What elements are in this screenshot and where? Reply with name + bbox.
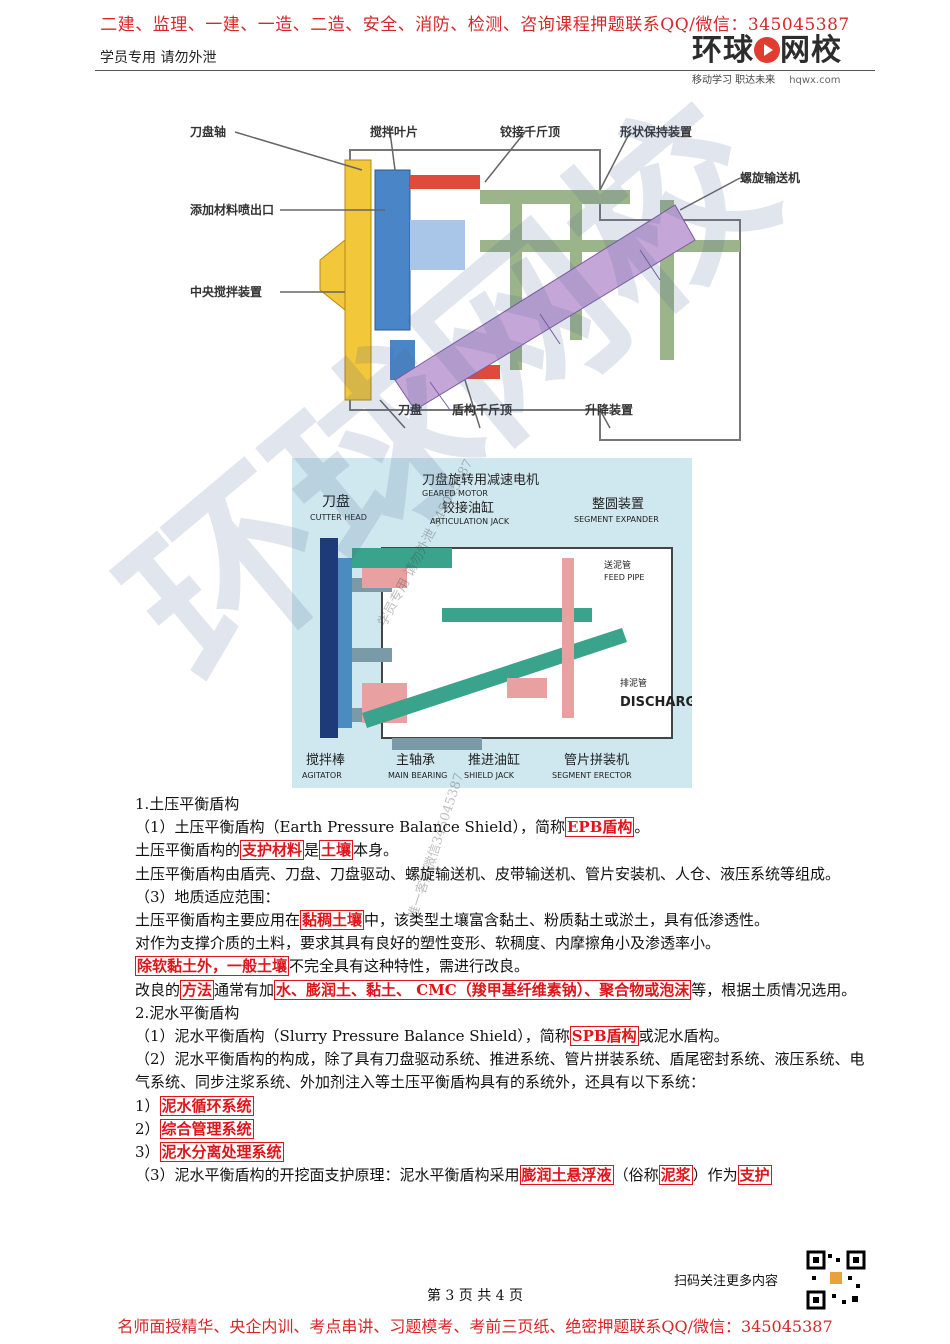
document-body: 1.土压平衡盾构 （1）土压平衡盾构（Earth Pressure Balanc… bbox=[135, 793, 870, 1187]
paragraph-slurry-systems: （2）泥水平衡盾构的构成，除了具有刀盘驱动系统、推进系统、管片拼装系统、盾尾密封… bbox=[135, 1050, 865, 1092]
bottom-banner: 名师面授精华、央企内训、考点串讲、习题模考、考前三页纸、绝密押题联系QQ/微信：… bbox=[117, 1317, 833, 1336]
label-segment-erector: 管片拼装机 bbox=[564, 753, 629, 768]
section-heading-slurry: 2.泥水平衡盾构 bbox=[135, 1003, 240, 1022]
label-cutter-head: 刀盘 bbox=[322, 493, 350, 510]
list-item: 2）综合管理系统 bbox=[135, 1118, 254, 1139]
paragraph-soil-requirement: 对作为支撑介质的土料，要求其具有良好的塑性变形、软稠度、内摩擦角小及渗透率小。 bbox=[135, 934, 721, 953]
label-geared-motor: 刀盘旋转用减速电机 bbox=[422, 472, 539, 488]
label-agitator: 搅拌棒 bbox=[306, 752, 345, 768]
header-note: 学员专用 请勿外泄 bbox=[100, 50, 217, 66]
label-cutter-head-en: CUTTER HEAD bbox=[310, 513, 367, 522]
play-icon bbox=[754, 37, 780, 63]
label-shield-jack-en: SHIELD JACK bbox=[464, 771, 515, 780]
label-shield-jack: 盾构千斤顶 bbox=[452, 402, 512, 417]
logo-text: 环球网校 bbox=[692, 33, 842, 68]
scan-prompt: 扫码关注更多内容 bbox=[674, 1274, 779, 1289]
qr-code-icon[interactable] bbox=[806, 1250, 866, 1310]
label-segment-expander-en: SEGMENT EXPANDER bbox=[574, 515, 659, 524]
label-discharge: DISCHARG bbox=[620, 695, 692, 710]
label-cutter-shaft: 刀盘轴 bbox=[190, 124, 226, 139]
paragraph-support-principle: （3）泥水平衡盾构的开挖面支护原理：泥水平衡盾构采用膨润土悬浮液（俗称泥浆）作为… bbox=[135, 1165, 772, 1186]
label-mixing-blade: 搅拌叶片 bbox=[370, 124, 418, 139]
paragraph-soil-improvement: 除软黏土外，一般土壤不完全具有这种特性，需进行改良。 bbox=[135, 956, 530, 977]
label-shield-jack: 推进油缸 bbox=[468, 752, 520, 768]
paragraph-improvement-methods: 改良的方法通常有加水、膨润土、黏土、 CMC（羧甲基纤维素钠）、聚合物或泡沫等，… bbox=[135, 979, 857, 1000]
list-item: 3）泥水分离处理系统 bbox=[135, 1142, 284, 1163]
paragraph-soil-type: 土压平衡盾构主要应用在黏稠土壤中，该类型土壤富含黏土、粉质黏土或淤土，具有低渗透… bbox=[135, 910, 770, 931]
label-shape-holder: 形状保持装置 bbox=[620, 124, 692, 139]
slurry-shield-diagram: 刀盘 CUTTER HEAD 刀盘旋转用减速电机 GEARED MOTOR 铰接… bbox=[292, 458, 692, 788]
list-item: 1）泥水循环系统 bbox=[135, 1095, 254, 1116]
label-articulation-en: ARTICULATION JACK bbox=[430, 517, 510, 526]
label-lifter: 升降装置 bbox=[585, 402, 633, 417]
label-segment-erector-en: SEGMENT ERECTOR bbox=[552, 771, 632, 780]
paragraph-geology-heading: （3）地质适应范围： bbox=[135, 887, 280, 906]
label-main-bearing: 主轴承 bbox=[396, 753, 435, 768]
label-segment-expander: 整圆装置 bbox=[592, 497, 644, 512]
label-discharge-cn: 排泥管 bbox=[620, 677, 647, 689]
label-feed-pipe-en: FEED PIPE bbox=[604, 573, 644, 582]
label-agitator-en: AGITATOR bbox=[302, 771, 342, 780]
label-feed-pipe: 送泥管 bbox=[604, 559, 631, 571]
paragraph-composition: 土压平衡盾构由盾壳、刀盘、刀盘驱动、螺旋输送机、皮带输送机、管片安装机、人仓、液… bbox=[135, 864, 841, 883]
label-geared-motor-en: GEARED MOTOR bbox=[422, 489, 488, 498]
label-main-bearing-en: MAIN BEARING bbox=[388, 771, 447, 780]
label-central-mixer: 中央搅拌装置 bbox=[190, 284, 262, 299]
header-rule bbox=[95, 70, 875, 71]
label-screw-conveyor: 螺旋输送机 bbox=[740, 170, 800, 185]
section-heading-epb: 1.土压平衡盾构 bbox=[135, 795, 240, 813]
label-articulation-jack: 铰接千斤顶 bbox=[500, 124, 560, 139]
top-banner: 二建、监理、一建、一造、二造、安全、消防、检测、咨询课程押题联系QQ/微信：34… bbox=[100, 15, 850, 35]
label-articulation: 铰接油缸 bbox=[442, 500, 494, 516]
paragraph-spb-name: （1）泥水平衡盾构（Slurry Pressure Balance Shield… bbox=[135, 1026, 729, 1047]
paragraph-support-material: 土压平衡盾构的支护材料是土壤本身。 bbox=[135, 840, 399, 861]
paragraph-epb-name: （1）土压平衡盾构（Earth Pressure Balance Shield）… bbox=[135, 817, 650, 838]
page-number: 第 3 页 共 4 页 bbox=[426, 1288, 524, 1304]
epb-shield-diagram: 刀盘轴 搅拌叶片 铰接千斤顶 形状保持装置 螺旋输送机 添加材料喷出口 中央搅拌… bbox=[180, 110, 830, 450]
label-cutter: 刀盘 bbox=[398, 402, 422, 417]
label-additive-nozzle: 添加材料喷出口 bbox=[190, 202, 274, 217]
